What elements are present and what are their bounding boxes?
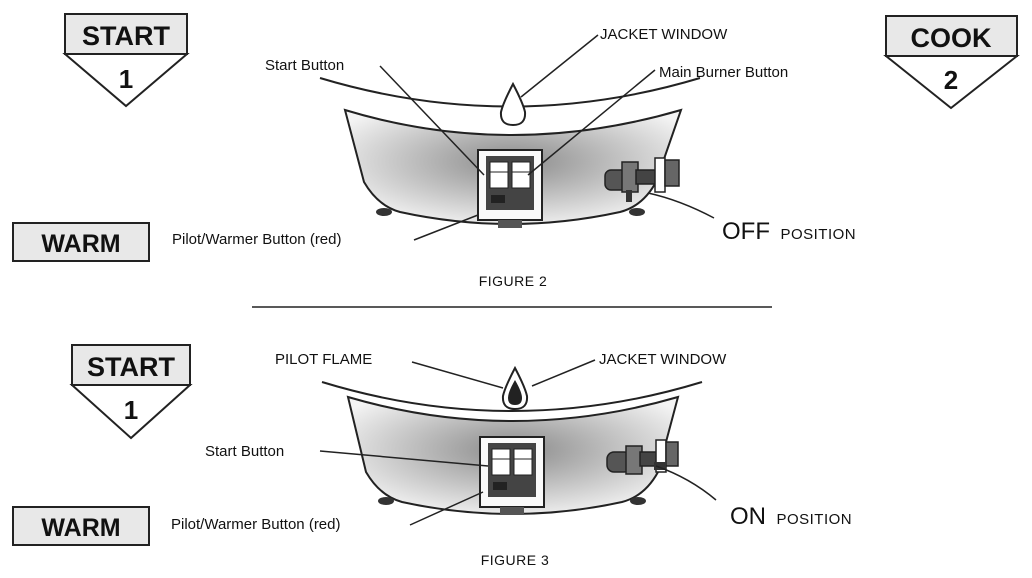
start-tag-number: 1	[119, 64, 133, 94]
fryer-illustration	[319, 77, 701, 228]
position-suffix: POSITION	[776, 511, 852, 528]
control-panel	[477, 149, 543, 228]
pilot-flame-icon	[508, 380, 522, 405]
position-suffix: POSITION	[780, 226, 856, 243]
warm-step-tag: WARM	[12, 506, 150, 546]
cook-step-tag: COOK 2	[883, 15, 1020, 110]
cook-tag-number: 2	[944, 65, 958, 95]
figure-3-caption: FIGURE 3	[481, 552, 550, 568]
start-tag-label: START	[82, 21, 170, 51]
pilot-warmer-button-shape	[493, 482, 507, 490]
control-panel	[479, 436, 545, 515]
start-step-tag: START 1	[69, 344, 193, 440]
start-tag-label: START	[87, 352, 175, 382]
position-word: ON	[730, 503, 766, 530]
cook-tag-label: COOK	[911, 23, 993, 53]
jacket-window-icon	[499, 81, 527, 127]
position-label: ON POSITION	[730, 503, 852, 530]
start-button-label: Start Button	[205, 443, 284, 460]
leader-lines	[319, 359, 717, 526]
fryer-illustration	[321, 365, 703, 515]
pilot-warmer-button-label: Pilot/Warmer Button (red)	[171, 516, 341, 533]
position-word: OFF	[722, 218, 770, 245]
pilot-warmer-button-shape	[491, 195, 505, 203]
position-label: OFF POSITION	[722, 218, 856, 245]
gas-valve-knob	[606, 439, 679, 475]
warm-step-tag: WARM	[12, 222, 150, 262]
pilot-warmer-button-label: Pilot/Warmer Button (red)	[172, 231, 342, 248]
gas-valve-knob	[604, 157, 680, 202]
start-step-tag: START 1	[62, 13, 190, 108]
jacket-window-label: JACKET WINDOW	[600, 26, 728, 43]
start-button-label: Start Button	[265, 57, 344, 74]
figure-2-caption: FIGURE 2	[479, 273, 548, 289]
figure-3: START 1 WARM	[12, 344, 852, 568]
jacket-window-label: JACKET WINDOW	[599, 351, 727, 368]
main-burner-button-label: Main Burner Button	[659, 64, 788, 81]
pilot-flame-label: PILOT FLAME	[275, 351, 372, 368]
leader-lines	[379, 34, 715, 241]
warm-tag-label: WARM	[41, 230, 120, 258]
figure-2: START 1 COOK 2 WARM	[12, 13, 1020, 289]
warm-tag-label: WARM	[41, 514, 120, 542]
start-tag-number: 1	[124, 395, 138, 425]
